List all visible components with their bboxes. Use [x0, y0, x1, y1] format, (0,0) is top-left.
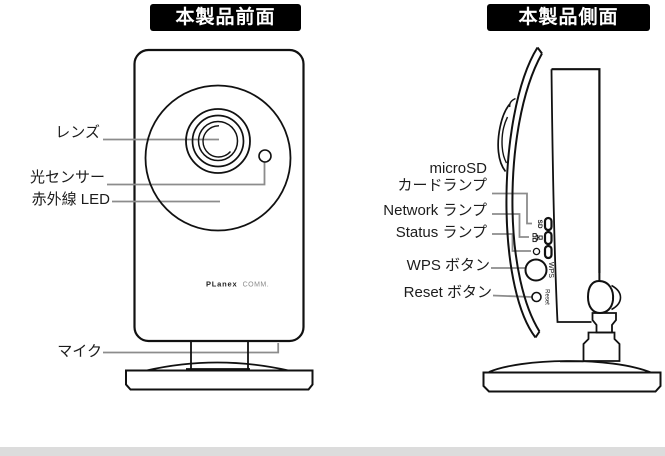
sd-marking: SD — [536, 219, 543, 228]
front-base-plate — [125, 369, 314, 391]
bottom-strip — [0, 447, 665, 456]
wps-button-label: WPS ボタン — [406, 257, 490, 274]
wps-button-circle — [524, 258, 548, 282]
ir-led-label: 赤外線 LED — [31, 191, 110, 208]
brand-logo-name: PLanex — [206, 280, 238, 289]
side-panel-outer-curve — [505, 46, 539, 339]
side-base-dome — [488, 360, 652, 374]
side-view-title: 本製品側面 — [487, 4, 650, 31]
status-lamp-leader-line — [492, 233, 531, 252]
side-face-markings: SD WPS Reset — [536, 219, 554, 305]
reset-marking: Reset — [544, 289, 550, 305]
lens-middle-ring — [191, 114, 245, 168]
front-stand-neck — [190, 341, 249, 369]
light-sensor-label: 光センサー — [29, 169, 105, 186]
light-sensor-leader-line — [107, 162, 266, 186]
reset-button-label: Reset ボタン — [403, 284, 492, 301]
front-base-dome — [146, 361, 289, 372]
front-view-drawing — [125, 84, 314, 391]
microsd-lamp-label: microSD カードランプ — [397, 160, 487, 194]
side-panel-inner-curve — [511, 53, 543, 333]
network-led — [543, 230, 553, 246]
brand-logo: PLanex COMM. — [206, 280, 269, 289]
microsd-lamp-label-line1: microSD — [429, 160, 487, 177]
mic-leader-line — [103, 343, 280, 354]
side-lens-bulge-inner — [501, 116, 509, 164]
side-stand-column — [582, 331, 621, 362]
front-face-circle — [144, 84, 292, 232]
wps-marking: WPS — [547, 262, 554, 278]
status-icon — [532, 247, 541, 256]
network-lamp-label: Network ランプ — [383, 202, 487, 219]
microsd-lamp-label-line2: カードランプ — [397, 177, 487, 194]
front-camera-body — [133, 48, 305, 343]
front-view-title: 本製品前面 — [150, 4, 301, 31]
lens-outer-ring — [185, 108, 251, 174]
side-lens-bulge-top — [508, 97, 516, 108]
hinge-bracket — [591, 312, 617, 334]
side-body-outline — [551, 68, 601, 273]
status-led — [543, 244, 553, 260]
reset-button-circle — [531, 291, 542, 303]
brand-logo-suffix: COMM. — [243, 282, 270, 289]
hinge-ball-side-arc — [611, 284, 622, 311]
side-panel-tips — [534, 46, 543, 339]
light-sensor-circle — [258, 149, 272, 163]
mic-label: マイク — [57, 343, 102, 360]
lens-inner-ring — [197, 120, 239, 162]
leader-lines — [103, 138, 532, 354]
side-body-front-edge — [550, 69, 592, 323]
lens-glass-arc — [202, 125, 232, 158]
hinge-ball — [586, 279, 615, 315]
side-lens-bulge-outer — [497, 103, 511, 173]
lens-label: レンズ — [55, 124, 100, 141]
side-base-plate — [482, 371, 662, 393]
microsd-lamp-leader-line — [492, 192, 532, 225]
reset-button-leader-line — [492, 294, 532, 298]
network-icon — [532, 233, 543, 243]
status-lamp-label: Status ランプ — [395, 224, 487, 241]
side-view-drawing — [482, 46, 662, 393]
microsd-card-led — [543, 216, 553, 232]
